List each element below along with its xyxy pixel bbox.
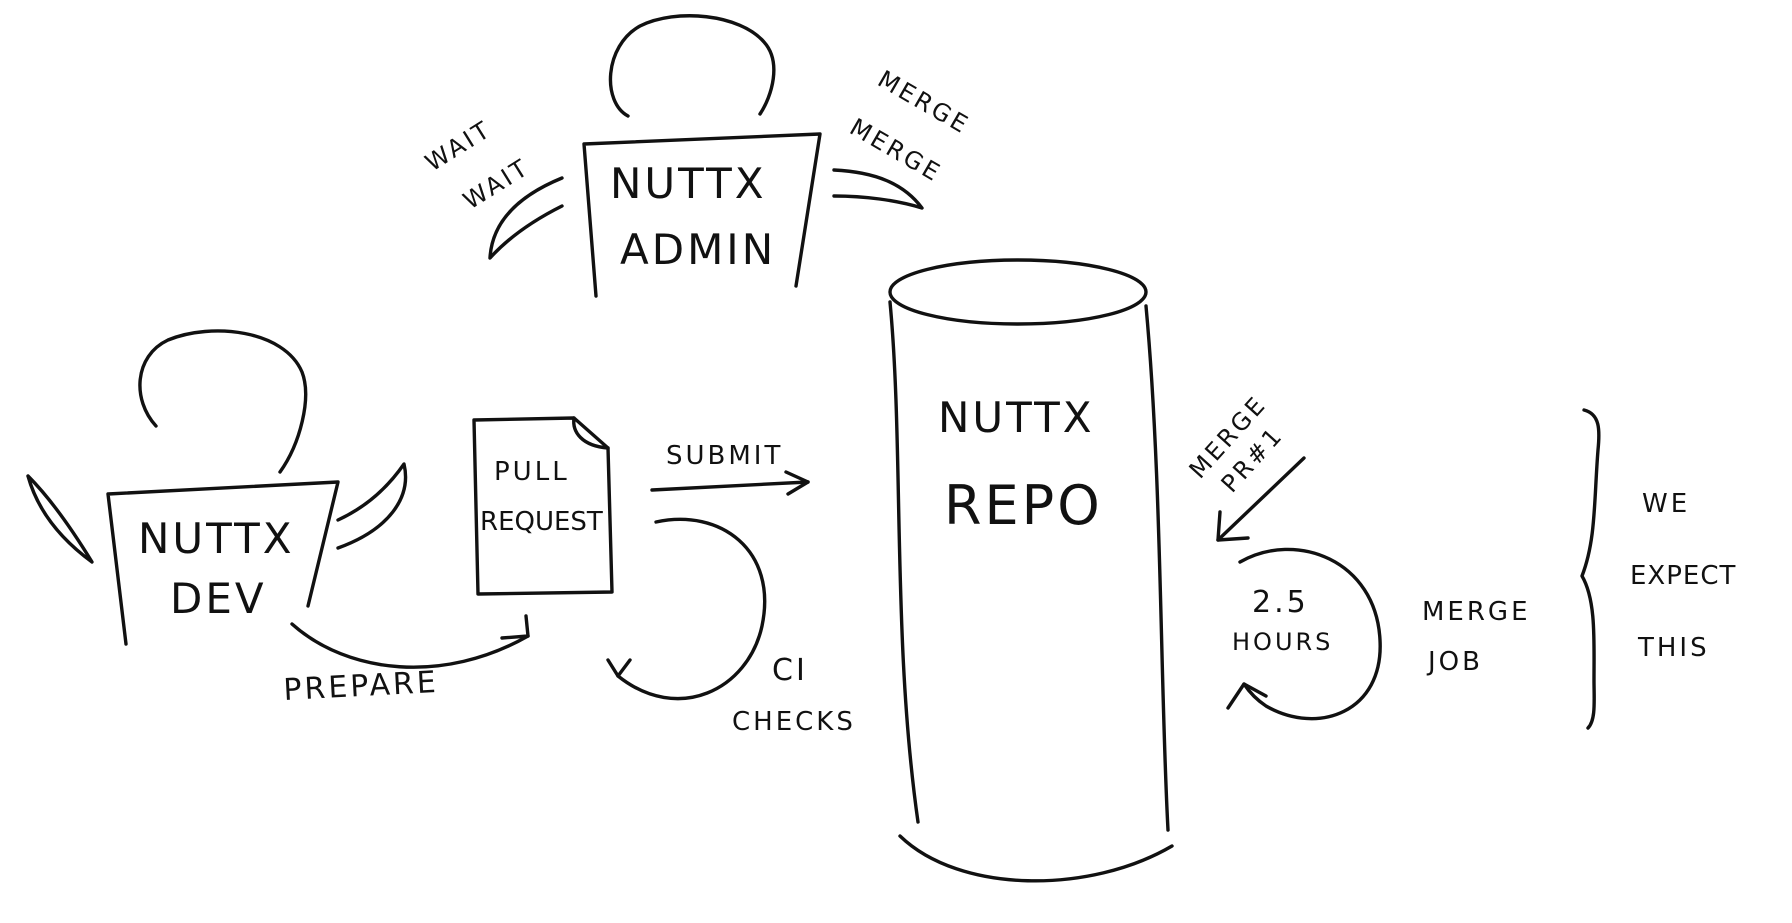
ci-checks-loop: CI CHECKS [606,517,856,737]
prepare-label: PREPARE [283,665,440,708]
admin-body [582,132,822,298]
expect-line3: THIS [1637,633,1710,663]
repo-cylinder: NUTTX REPO [888,258,1174,883]
admin-name-line1: NUTTX [610,159,767,208]
admin-left-arm [488,176,564,260]
repo-left-side [888,300,920,824]
duration-line2: HOURS [1232,628,1333,656]
pull-request-dog-ear [572,416,610,450]
dev-body [106,480,340,646]
prepare-arrow-curve [290,622,530,669]
admin-figure: NUTTX ADMIN WAIT WAIT MERGE MERGE [420,14,975,298]
admin-name-line2: ADMIN [620,225,776,274]
ci-label-line1: CI [772,653,808,688]
submit-arrow-head [784,470,810,496]
dev-figure: NUTTX DEV [26,329,408,646]
admin-right-arm [832,168,924,210]
expectation-brace-group: WE EXPECT THIS [1580,408,1736,730]
ci-checks-loop-curve [616,517,767,701]
prepare-arrow: PREPARE [283,614,530,708]
pull-request-document: PULL REQUEST [472,416,614,596]
repo-right-side [1144,304,1170,832]
submit-arrow-line [650,480,810,492]
admin-head [608,14,776,118]
merge-pr-arrow-head [1216,510,1250,542]
merge-job-loop-head [1226,682,1268,710]
repo-bottom-curve [898,834,1174,883]
repo-top-ellipse [888,258,1148,326]
prepare-arrow-head [500,614,530,640]
merge-label-1: MERGE [873,65,975,140]
merge-job-loop: 2.5 HOURS MERGE JOB [1226,547,1531,721]
dev-right-arm [336,462,408,550]
expect-line1: WE [1642,489,1690,519]
expect-line2: EXPECT [1630,561,1736,591]
wait-label-2: WAIT [458,153,534,215]
merge-job-line1: MERGE [1422,597,1531,627]
pull-request-page-outline [472,416,614,596]
pull-request-line1: PULL [494,457,570,487]
repo-name-line1: NUTTX [938,393,1095,442]
pull-request-line2: REQUEST [480,507,603,537]
merge-pr-arrow: MERGE PR#1 [1184,390,1306,542]
dev-name-line2: DEV [170,574,267,623]
merge-job-loop-curve [1238,547,1382,721]
ci-label-line2: CHECKS [732,707,856,737]
duration-line1: 2.5 [1252,585,1309,620]
merge-label-2: MERGE [845,113,947,188]
repo-name-line2: REPO [944,474,1103,537]
merge-job-line2: JOB [1426,647,1483,677]
dev-head [138,329,308,474]
curly-brace [1580,408,1601,730]
wait-label-1: WAIT [420,115,496,177]
merge-pr-arrow-line [1216,456,1306,542]
submit-label: SUBMIT [666,441,783,471]
dev-left-arm [26,474,94,564]
dev-name-line1: NUTTX [138,514,295,563]
submit-arrow: SUBMIT [650,441,810,496]
ci-checks-loop-head [606,658,632,678]
